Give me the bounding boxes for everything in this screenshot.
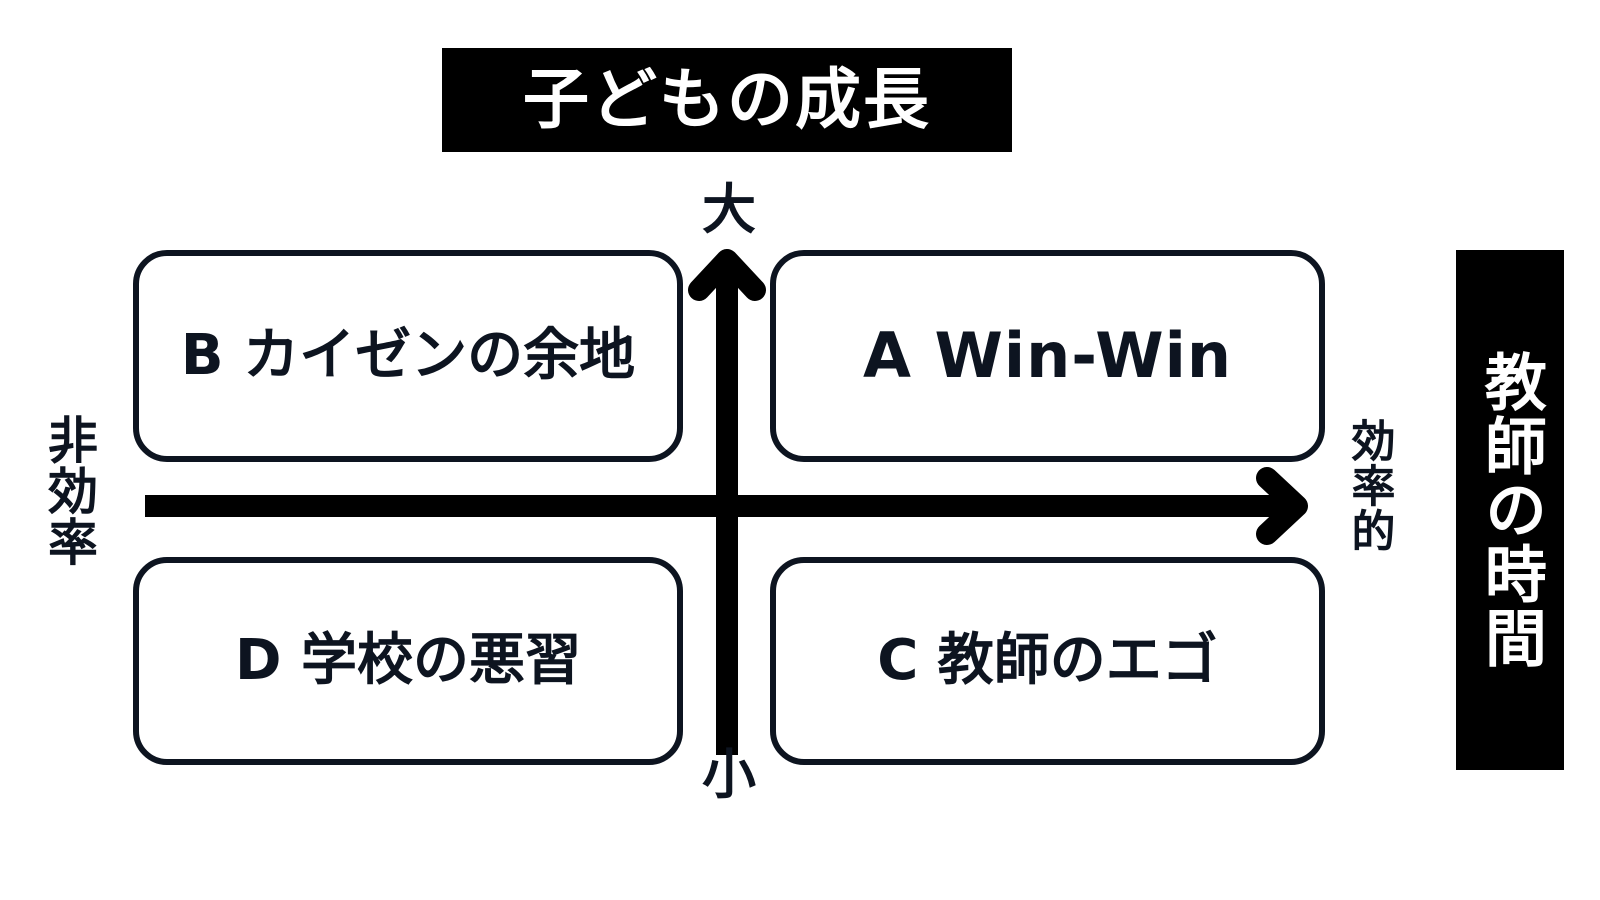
title-text: 子どもの成長 <box>523 61 931 138</box>
quadrant-box-d[interactable]: D 学校の悪習 <box>133 557 683 765</box>
quadrant-label-a: A Win-Win <box>862 319 1233 392</box>
quadrant-box-c[interactable]: C 教師のエゴ <box>770 557 1325 765</box>
axis-label-vertical-top: 大 <box>702 178 756 241</box>
side-banner-text: 教師の時間 <box>1473 350 1547 670</box>
side-banner: 教師の時間 <box>1456 250 1564 770</box>
arrow-up-icon <box>687 244 767 324</box>
title-banner: 子どもの成長 <box>442 48 1012 152</box>
arrow-right-icon <box>1233 466 1313 546</box>
axis-label-vertical-bottom: 小 <box>702 743 756 806</box>
quadrant-label-c: C 教師のエゴ <box>877 628 1218 693</box>
horizontal-axis-line <box>145 495 1285 517</box>
quadrant-box-b[interactable]: B カイゼンの余地 <box>133 250 683 462</box>
quadrant-label-d: D 学校の悪習 <box>235 628 581 693</box>
quadrant-label-b: B カイゼンの余地 <box>180 323 636 388</box>
axis-label-horizontal-left: 非効率 <box>40 414 98 567</box>
axis-label-horizontal-right: 効率的 <box>1343 418 1395 553</box>
quadrant-box-a[interactable]: A Win-Win <box>770 250 1325 462</box>
